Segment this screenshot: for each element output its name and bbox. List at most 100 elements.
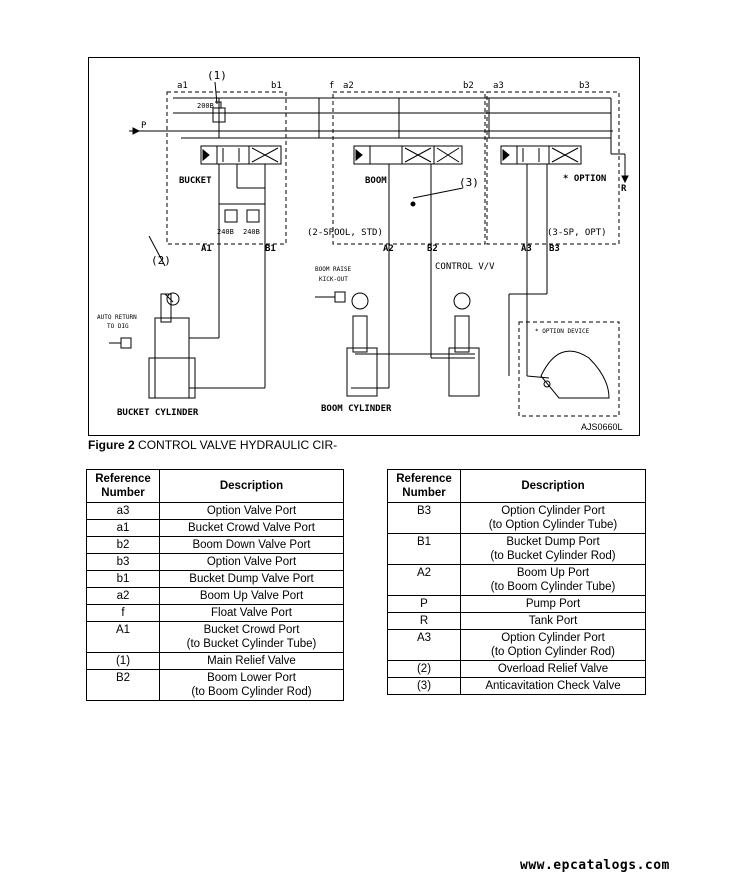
label-B2: B2 bbox=[427, 244, 438, 254]
bucket-port-lines bbox=[148, 164, 266, 389]
reference-number-cell: b3 bbox=[86, 553, 160, 571]
label-kick-out: KICK-OUT bbox=[319, 276, 348, 283]
figure-id-code: AJS0660L bbox=[581, 422, 623, 432]
header-reference-number: Reference Number bbox=[387, 469, 461, 503]
description-line-2: (to Option Cylinder Tube) bbox=[488, 519, 618, 531]
description-cell: Boom Up Port (to Boom Cylinder Tube) bbox=[460, 564, 646, 596]
table-row: (1)Main Relief Valve bbox=[86, 652, 344, 670]
label-A2: A2 bbox=[383, 244, 394, 254]
table-row: b2 Boom Down Valve Port bbox=[86, 536, 344, 554]
label-num1: (1) bbox=[207, 69, 227, 82]
reference-number-cell: (3) bbox=[387, 677, 461, 695]
label-B1: B1 bbox=[265, 244, 276, 254]
reference-number-cell: B3 bbox=[387, 502, 461, 534]
label-240b-left: 240B bbox=[217, 228, 234, 236]
description-cell: Float Valve Port bbox=[159, 604, 344, 622]
table-header-row: Reference Number Description bbox=[86, 469, 344, 503]
reference-number-cell: a1 bbox=[86, 519, 160, 537]
reference-number-cell: b2 bbox=[86, 536, 160, 554]
description-cell: Option Valve Port bbox=[159, 502, 344, 520]
table-row: B3 Option Cylinder Port (to Option Cylinde… bbox=[387, 502, 646, 534]
table-row: b3 Option Valve Port bbox=[86, 553, 344, 571]
description-cell: Bucket Dump Port(to Bucket Cylinder Rod) bbox=[460, 533, 646, 565]
description-line: Bucket Dump Valve Port bbox=[189, 573, 314, 585]
description-cell: Bucket Crowd Port (to Bucket Cylinder Tub… bbox=[159, 621, 344, 653]
footer-watermark-url[interactable]: www.epcatalogs.com bbox=[520, 858, 670, 873]
label-bucket-cylinder: BUCKET CYLINDER bbox=[117, 408, 199, 418]
description-line: Anticavitation Check Valve bbox=[485, 680, 621, 692]
header-description: Description bbox=[159, 469, 344, 503]
reference-number-cell: B2 bbox=[86, 669, 160, 701]
table-row: A1 Bucket Crowd Port (to Bucket Cylinder T… bbox=[86, 621, 344, 653]
label-b3: b3 bbox=[579, 81, 590, 91]
label-r: R bbox=[621, 184, 627, 194]
control-valve-outline bbox=[166, 91, 620, 245]
label-spool3: (3-SP, OPT) bbox=[547, 228, 607, 238]
description-line: Boom Up Valve Port bbox=[199, 590, 304, 602]
description-cell: Option Cylinder Port(to Option Cylinder … bbox=[460, 629, 646, 661]
caption-text: CONTROL VALVE HYDRAULIC CIR- bbox=[134, 438, 338, 452]
table-row: a2 Boom Up Valve Port bbox=[86, 587, 344, 605]
reference-number-cell: b1 bbox=[86, 570, 160, 588]
pressure-lines bbox=[129, 97, 629, 184]
figure-caption: Figure 2 CONTROL VALVE HYDRAULIC CIR- bbox=[88, 438, 337, 452]
table-row: b1 Bucket Dump Valve Port bbox=[86, 570, 344, 588]
reference-number-cell: a3 bbox=[86, 502, 160, 520]
reference-number-cell: B1 bbox=[387, 533, 461, 565]
label-spool2: (2-SPOOL, STD) bbox=[307, 228, 383, 238]
option-device bbox=[518, 321, 620, 417]
label-b2: b2 bbox=[463, 81, 474, 91]
label-boom-raise: BOOM RAISE bbox=[315, 266, 352, 273]
description-line: Tank Port bbox=[528, 615, 578, 627]
bucket-cylinder bbox=[109, 292, 196, 399]
description-line-2: (to Bucket Cylinder Tube) bbox=[186, 638, 317, 650]
description-line: Option Cylinder Port bbox=[501, 505, 605, 517]
description-line: Boom Down Valve Port bbox=[192, 539, 311, 551]
bucket-spool bbox=[200, 145, 282, 165]
reference-number-cell: A3 bbox=[387, 629, 461, 661]
label-240b-right: 240B bbox=[243, 228, 260, 236]
label-200b: 200B bbox=[197, 102, 214, 110]
description-cell: Boom Lower Port(to Boom Cylinder Rod) bbox=[159, 669, 344, 701]
description-cell: Option Cylinder Port (to Option Cylinder … bbox=[460, 502, 646, 534]
reference-table-right: Reference Number Description B3 Option Cy… bbox=[387, 469, 646, 695]
label-option: * OPTION bbox=[563, 174, 607, 184]
reference-number-cell: A1 bbox=[86, 621, 160, 653]
table-row: (2)Overload Relief Valve bbox=[387, 660, 646, 678]
label-A3: A3 bbox=[521, 244, 532, 254]
option-spool bbox=[500, 145, 582, 165]
description-line: Bucket Crowd Port bbox=[203, 624, 300, 636]
description-line: Boom Up Port bbox=[516, 567, 590, 579]
label-boom: BOOM bbox=[365, 176, 387, 186]
header-reference-number: Reference Number bbox=[86, 469, 160, 503]
label-A1: A1 bbox=[201, 244, 212, 254]
table-header-row: Reference Number Description bbox=[387, 469, 646, 503]
reference-number-cell: P bbox=[387, 595, 461, 613]
boom-cylinders bbox=[315, 291, 480, 397]
reference-number-cell: a2 bbox=[86, 587, 160, 605]
description-line-2: (to Boom Cylinder Tube) bbox=[490, 581, 616, 593]
reference-number-cell: f bbox=[86, 604, 160, 622]
label-a2: a2 bbox=[343, 81, 354, 91]
label-num2: (2) bbox=[151, 254, 171, 267]
description-cell: Main Relief Valve bbox=[159, 652, 344, 670]
table-row: f Float Valve Port bbox=[86, 604, 344, 622]
description-line: Option Valve Port bbox=[206, 556, 297, 568]
hydraulic-diagram bbox=[109, 81, 629, 417]
description-cell: Boom Down Valve Port bbox=[159, 536, 344, 554]
label-B3: B3 bbox=[549, 244, 560, 254]
description-line: Main Relief Valve bbox=[207, 655, 296, 667]
header-description: Description bbox=[460, 469, 646, 503]
description-cell: Bucket Crowd Valve Port bbox=[159, 519, 344, 537]
description-line: Float Valve Port bbox=[211, 607, 292, 619]
description-line: Overload Relief Valve bbox=[497, 663, 609, 675]
description-cell: Boom Up Valve Port bbox=[159, 587, 344, 605]
